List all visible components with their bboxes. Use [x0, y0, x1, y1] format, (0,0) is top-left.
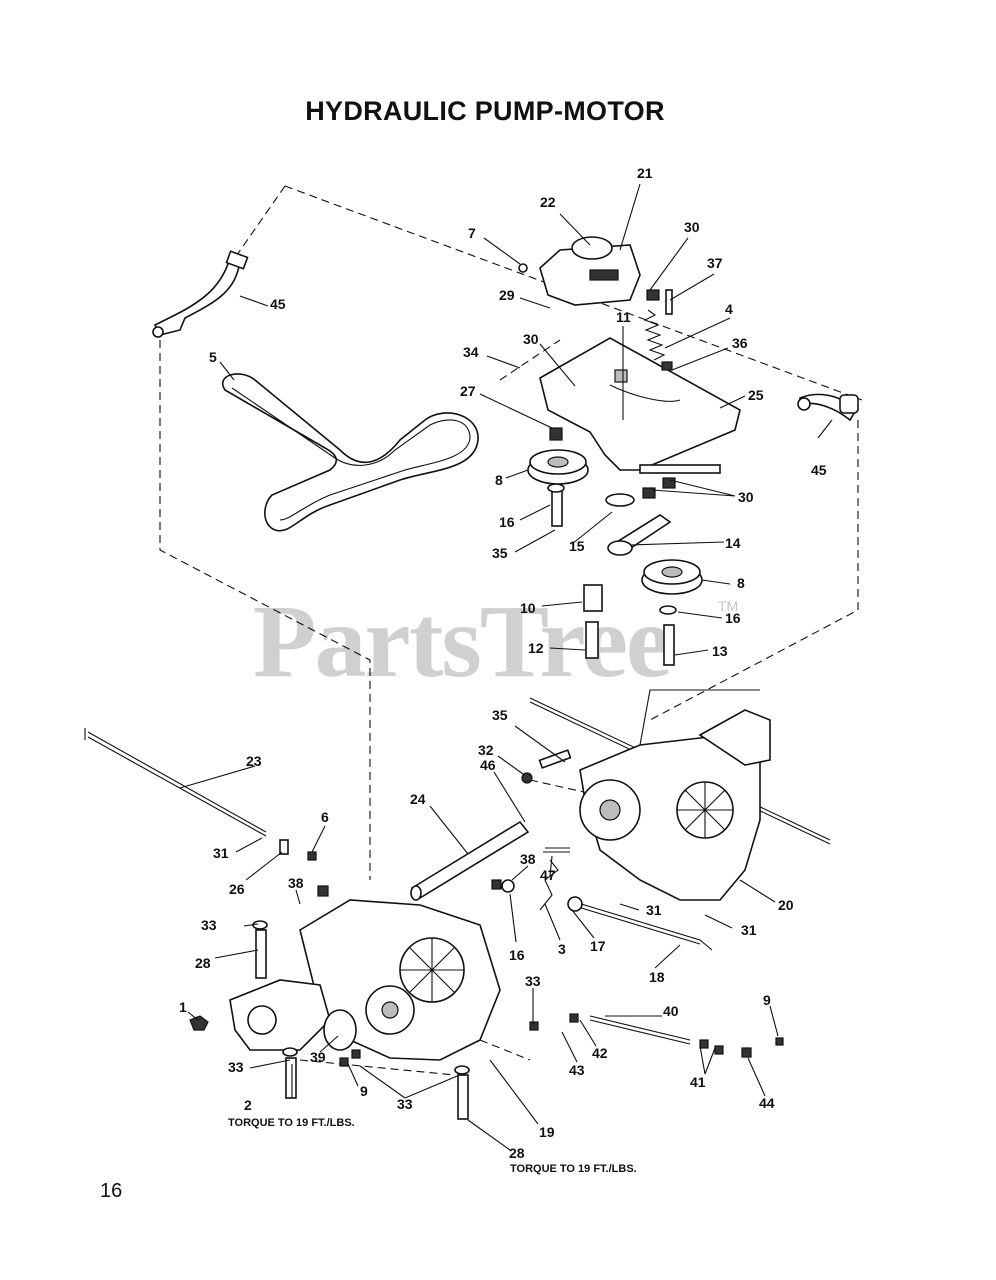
- callout-18: 18: [649, 969, 665, 985]
- callout-34: 34: [463, 344, 479, 360]
- callout-23: 23: [246, 753, 262, 769]
- callout-30-top: 30: [684, 219, 700, 235]
- callout-31-mid: 31: [646, 902, 662, 918]
- callout-31-left: 31: [213, 845, 229, 861]
- callout-16-lower: 16: [725, 610, 741, 626]
- idler-arm-assembly: [583, 477, 676, 659]
- callout-20: 20: [778, 897, 794, 913]
- callout-44: 44: [759, 1095, 775, 1111]
- callout-45-left: 45: [270, 296, 286, 312]
- callout-46: 46: [480, 757, 496, 773]
- callout-35-lower: 35: [492, 707, 508, 723]
- callout-16-upper: 16: [499, 514, 515, 530]
- callout-40: 40: [663, 1003, 679, 1019]
- watermark-trademark: TM: [718, 598, 739, 614]
- oil-reservoir: [518, 236, 641, 306]
- callout-47: 47: [540, 867, 556, 883]
- callout-12: 12: [528, 640, 544, 656]
- callout-2: 2: [244, 1097, 252, 1113]
- callout-7: 7: [468, 225, 476, 241]
- crossover-shaft: [410, 820, 530, 901]
- callout-11: 11: [616, 309, 631, 325]
- callout-16-bottom: 16: [509, 947, 525, 963]
- callout-38-mid: 38: [520, 851, 536, 867]
- idler-pulley-lower: [641, 559, 703, 666]
- callout-9-left: 9: [360, 1083, 368, 1099]
- fasteners: [189, 749, 784, 1120]
- callout-28-bottom: 28: [509, 1145, 525, 1161]
- callout-37: 37: [707, 255, 723, 271]
- callout-31-right: 31: [741, 922, 757, 938]
- callout-19: 19: [539, 1124, 555, 1140]
- callout-1: 1: [179, 999, 187, 1015]
- idler-bracket-plate: [539, 337, 741, 474]
- hydraulic-hose-right: [797, 393, 859, 422]
- callout-43: 43: [569, 1062, 585, 1078]
- page-number: 16: [100, 1180, 123, 1202]
- callout-30-right: 30: [738, 489, 754, 505]
- callout-13: 13: [712, 643, 728, 659]
- tension-spring: [643, 289, 673, 371]
- leader-lines: [179, 183, 833, 1151]
- callout-8-upper: 8: [495, 472, 503, 488]
- callout-21: 21: [637, 165, 653, 181]
- callout-30-mid: 30: [523, 331, 539, 347]
- callout-14: 14: [725, 535, 741, 551]
- callout-33-lower-left: 33: [228, 1059, 244, 1075]
- hydro-pump-left: [229, 899, 501, 1061]
- callout-4: 4: [725, 301, 733, 317]
- drive-belt: [222, 373, 479, 532]
- callout-17: 17: [590, 938, 606, 954]
- callout-10: 10: [520, 600, 536, 616]
- callout-29: 29: [499, 287, 515, 303]
- callout-35-upper: 35: [492, 545, 508, 561]
- callout-39: 39: [310, 1049, 326, 1065]
- torque-note-left: TORQUE TO 19 FT./LBS.: [228, 1117, 355, 1129]
- callout-9-right: 9: [763, 992, 771, 1008]
- callout-36: 36: [732, 335, 748, 351]
- callout-33-mid: 33: [525, 973, 541, 989]
- callout-5: 5: [209, 349, 217, 365]
- idler-pulley-upper: [527, 427, 589, 527]
- callout-22: 22: [540, 194, 556, 210]
- callout-33-left: 33: [201, 917, 217, 933]
- callout-32: 32: [478, 742, 494, 758]
- callout-labels: 21 22 7 30 37 29 4 45 34 30 11 36 5 27 2…: [179, 165, 827, 1175]
- callout-42: 42: [592, 1045, 608, 1061]
- hydro-pump-right: [579, 689, 771, 901]
- callout-45-right: 45: [811, 462, 827, 478]
- callout-8-lower: 8: [737, 575, 745, 591]
- callout-25: 25: [748, 387, 764, 403]
- callout-27: 27: [460, 383, 476, 399]
- callout-15: 15: [569, 538, 585, 554]
- callout-6: 6: [321, 809, 329, 825]
- callout-24: 24: [410, 791, 426, 807]
- callout-3: 3: [558, 941, 566, 957]
- page-title: HYDRAULIC PUMP-MOTOR: [305, 96, 665, 126]
- callout-28-left: 28: [195, 955, 211, 971]
- torque-note-center: TORQUE TO 19 FT./LBS.: [510, 1163, 637, 1175]
- callout-33-bottom: 33: [397, 1096, 413, 1112]
- callout-38-left: 38: [288, 875, 304, 891]
- assembly-dashed-lines: [159, 185, 863, 1076]
- callout-26: 26: [229, 881, 245, 897]
- hydraulic-hose-left: [152, 250, 249, 338]
- callout-41: 41: [690, 1074, 706, 1090]
